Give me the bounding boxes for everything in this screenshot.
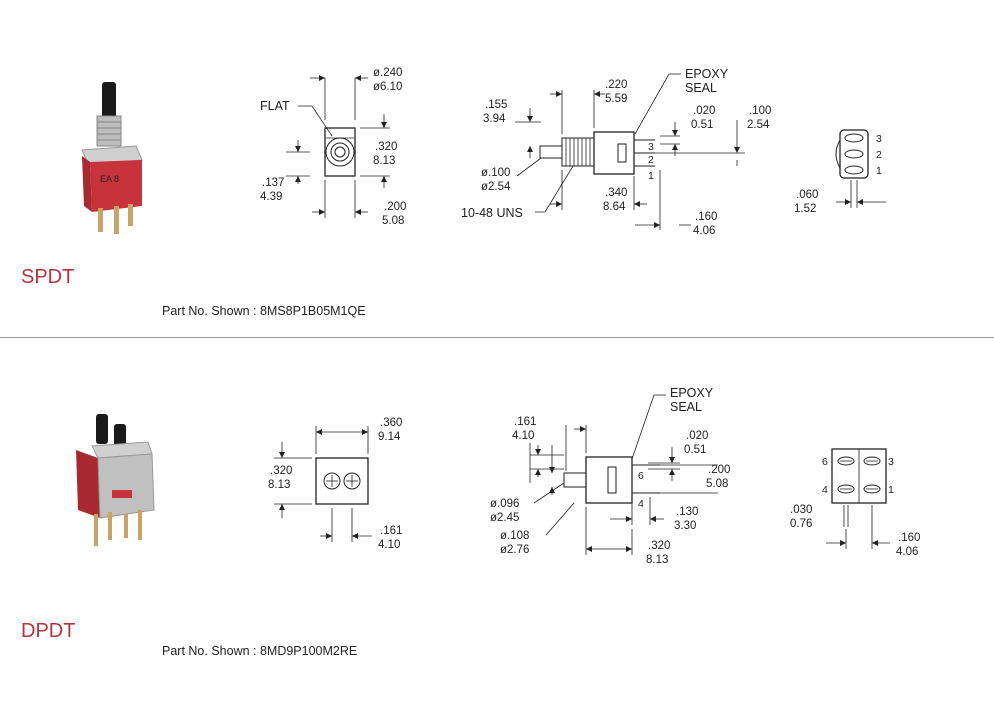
spdt-side-pin-1: 1: [648, 170, 654, 182]
dpdt-side-pin-6: 6: [638, 470, 644, 482]
spdt-side-epoxy: EPOXY: [685, 67, 729, 81]
spdt-title: SPDT: [21, 266, 75, 288]
spdt-bottom-view: 3 2 1 .060 1.52: [794, 129, 886, 215]
dpdt-side-e-in: ø.096: [490, 498, 519, 510]
dpdt-front-h-mm: 8.13: [268, 479, 290, 491]
spdt-front-w-in: .200: [384, 201, 406, 213]
spdt-side-b-mm: 3.94: [483, 113, 506, 125]
dpdt-side-view: 6 4 EPOXY SEAL .161 4.10 .020 0.51 .200 …: [490, 386, 730, 566]
spdt-side-g-mm: 4.06: [693, 225, 715, 237]
dpdt-side-pin-4: 4: [638, 498, 644, 510]
spdt-side-seal: SEAL: [685, 81, 717, 95]
spdt-side-b-in: .155: [485, 99, 507, 111]
spdt-side-d-in: .100: [749, 105, 771, 117]
dpdt-side-c-in: .020: [686, 430, 708, 442]
spdt-front-flat: FLAT: [260, 99, 290, 113]
dpdt-bottom-w-mm: 4.06: [896, 546, 918, 558]
spdt-side-e-in: ø.100: [481, 167, 510, 179]
dpdt-bottom-pin-6: 6: [822, 456, 828, 468]
dpdt-front-p-mm: 4.10: [378, 539, 400, 551]
section-divider: [0, 337, 994, 338]
svg-text:EA 8: EA 8: [100, 174, 119, 184]
spdt-front-h-in: .320: [375, 141, 397, 153]
dpdt-side-f-mm: ø2.76: [500, 544, 529, 556]
spdt-front-dia-in: ø.240: [373, 67, 402, 79]
spdt-front-dia-mm: ø6.10: [373, 81, 402, 93]
spdt-side-pin-2: 2: [648, 154, 654, 166]
dpdt-side-c-mm: 0.51: [684, 444, 706, 456]
dpdt-side-a-in: .161: [514, 416, 536, 428]
dpdt-side-d-mm: 5.08: [706, 478, 728, 490]
dpdt-side-g-in: .130: [676, 506, 698, 518]
dpdt-front-h-in: .320: [270, 465, 292, 477]
spdt-bottom-pin-3: 3: [876, 133, 882, 145]
dpdt-bottom-sp-mm: 0.76: [790, 518, 812, 530]
dpdt-side-g-mm: 3.30: [674, 520, 696, 532]
spdt-side-c-in: .020: [693, 105, 715, 117]
dpdt-bottom-pin-1: 1: [888, 484, 894, 496]
spdt-side-f-mm: 8.64: [603, 201, 626, 213]
dpdt-bottom-view: 6 3 4 1 .030 0.76 .160 4.06: [790, 448, 920, 558]
dpdt-product-photo: [76, 414, 155, 546]
dpdt-side-f-in: ø.108: [500, 530, 529, 542]
spdt-side-thread: 10-48 UNS: [461, 206, 523, 220]
spdt-front-left-in: .137: [262, 177, 284, 189]
spdt-side-g-in: .160: [695, 211, 717, 223]
spdt-bottom-pin-1: 1: [876, 165, 882, 177]
spdt-bottom-sp-mm: 1.52: [794, 203, 816, 215]
spdt-side-e-mm: ø2.54: [481, 181, 511, 193]
dpdt-front-w-in: .360: [380, 417, 402, 429]
spdt-side-view: 3 2 1 EPOXY SEAL .220 5.59 .155 3.94 .02…: [461, 67, 771, 237]
spdt-bottom-sp-in: .060: [796, 189, 818, 201]
spdt-part-shown: Part No. Shown : 8MS8P1B05M1QE: [162, 304, 366, 318]
dpdt-bottom-w-in: .160: [898, 532, 920, 544]
dpdt-bottom-pin-4: 4: [822, 484, 828, 496]
spdt-side-pin-3: 3: [648, 141, 654, 153]
spdt-front-w-mm: 5.08: [382, 215, 404, 227]
dpdt-side-d-in: .200: [708, 464, 730, 476]
dpdt-side-e-mm: ø2.45: [490, 512, 519, 524]
spdt-side-d-mm: 2.54: [747, 119, 770, 131]
dpdt-bottom-sp-in: .030: [790, 504, 812, 516]
spdt-side-c-mm: 0.51: [691, 119, 713, 131]
spdt-side-a-in: .220: [605, 79, 627, 91]
dpdt-part-shown: Part No. Shown : 8MD9P100M2RE: [162, 644, 358, 658]
spdt-front-h-mm: 8.13: [373, 155, 395, 167]
dpdt-front-view: .360 9.14 .320 8.13 .161 4.10: [268, 417, 402, 551]
spdt-front-left-mm: 4.39: [260, 191, 282, 203]
dpdt-front-w-mm: 9.14: [378, 431, 401, 443]
dpdt-side-epoxy: EPOXY: [670, 386, 714, 400]
dpdt-bottom-pin-3: 3: [888, 456, 894, 468]
spdt-bottom-pin-2: 2: [876, 149, 882, 161]
spdt-front-view: ø.240 ø6.10 FLAT .320 8.13 .137 4.39 .20…: [260, 67, 406, 227]
spdt-product-photo: EA 8: [81, 82, 143, 234]
dpdt-front-p-in: .161: [380, 525, 402, 537]
dpdt-side-h-mm: 8.13: [646, 554, 668, 566]
spdt-side-a-mm: 5.59: [605, 93, 627, 105]
dpdt-side-seal: SEAL: [670, 400, 702, 414]
spdt-side-f-in: .340: [605, 187, 627, 199]
dpdt-side-a-mm: 4.10: [512, 430, 534, 442]
dpdt-title: DPDT: [21, 620, 76, 642]
dpdt-side-h-in: .320: [648, 540, 670, 552]
